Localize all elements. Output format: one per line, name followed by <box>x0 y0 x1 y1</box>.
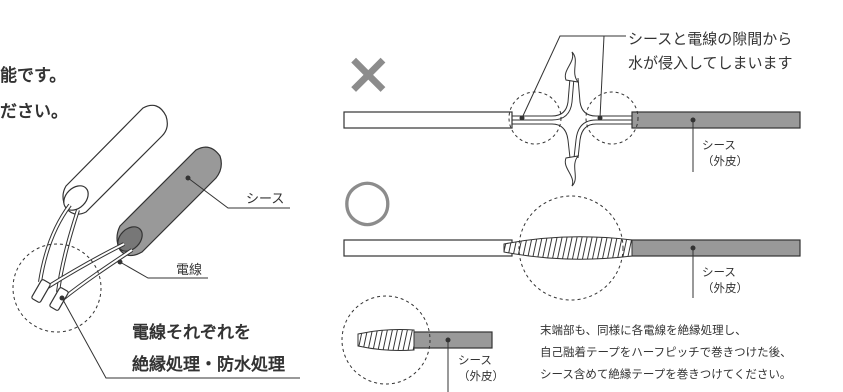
bad-sheath-label-2: （外皮） <box>702 154 748 168</box>
end-note-line-3: シース含めて絶縁テープを巻きつけてください。 <box>540 367 792 381</box>
end-note-line-2: 自己融着テープをハーフピッチで巻きつけた後、 <box>540 345 792 359</box>
bad-mark: × <box>344 39 393 107</box>
intro-line-2: ださい。 <box>0 102 68 122</box>
bad-callout-line-1: シースと電線の隙間から <box>628 30 793 48</box>
bad-callout-line-2: 水が侵入してしまいます <box>628 54 793 72</box>
left-note-line-1: 電線それぞれを <box>132 323 251 343</box>
end-sheath-label-2: （外皮） <box>458 369 504 383</box>
sheath-leader <box>187 177 290 209</box>
end-sheath-label: シース （外皮） <box>458 352 504 384</box>
end-sheath-label-1: シース <box>458 353 492 367</box>
detail-circle-left <box>12 243 102 333</box>
bad-sheath-label: シース （外皮） <box>702 137 748 169</box>
sheath-label: シース <box>246 192 285 207</box>
end-example-illustration <box>341 295 493 392</box>
left-cable-illustration <box>12 104 300 379</box>
good-mark: ○ <box>342 165 393 233</box>
bad-sheath-label-1: シース <box>702 138 736 152</box>
good-sheath-label: シース （外皮） <box>702 264 748 296</box>
note-leader <box>61 297 300 379</box>
bad-example-illustration <box>343 35 801 187</box>
wire-label: 電線 <box>176 263 203 278</box>
left-note-line-2: 絶縁処理・防水処理 <box>132 355 285 375</box>
white-cable <box>62 104 168 215</box>
end-note-line-1: 末端部も、同様に各電線を絶縁処理し、 <box>540 323 747 337</box>
good-sheath-label-1: シース <box>702 265 736 279</box>
intro-line-1: 能です。 <box>0 66 67 86</box>
good-sheath-label-2: （外皮） <box>702 281 748 295</box>
wire-leader <box>119 261 208 279</box>
good-example-illustration <box>343 195 801 301</box>
